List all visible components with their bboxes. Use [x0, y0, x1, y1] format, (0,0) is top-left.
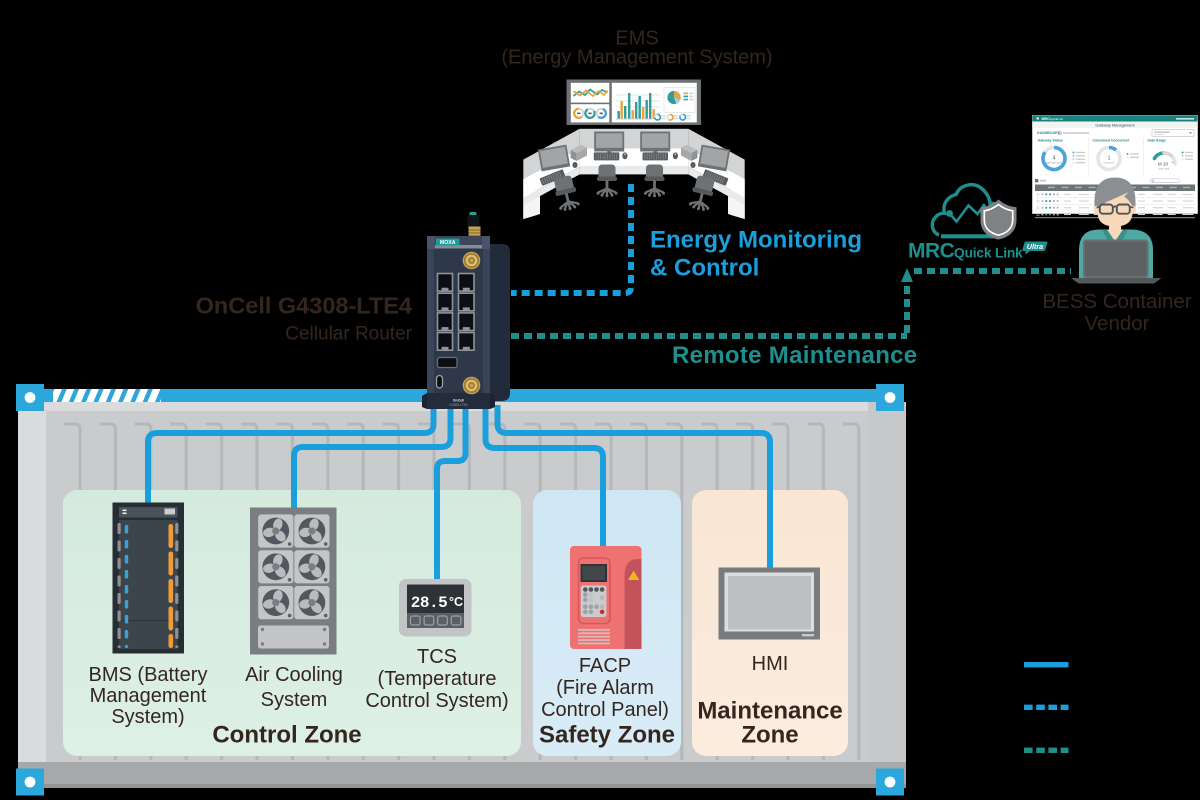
svg-text:Cellular Router: Cellular Router [285, 324, 412, 345]
svg-text:TCS: TCS [417, 646, 457, 668]
svg-text:EMS: EMS [615, 28, 658, 50]
svg-text:(Fire Alarm: (Fire Alarm [556, 677, 654, 699]
svg-text:HMI: HMI [752, 653, 789, 675]
svg-text:BMS (Battery: BMS (Battery [89, 664, 208, 686]
svg-text:Consumed Concurrent: Consumed Concurrent [1093, 139, 1131, 143]
svg-text:Data Usage: Data Usage [1148, 139, 1167, 143]
svg-text:& Control: & Control [650, 255, 759, 282]
svg-text:Quick Link: Quick Link [954, 246, 1023, 261]
svg-text:Maintenance: Maintenance [697, 698, 842, 725]
svg-text:°C: °C [449, 595, 463, 609]
svg-text:OnCell: OnCell [453, 399, 465, 403]
svg-text:Air Cooling: Air Cooling [245, 664, 343, 686]
svg-text:DASHBOARD: DASHBOARD [1037, 131, 1061, 135]
svg-text:G4308-LTE4: G4308-LTE4 [449, 403, 467, 407]
svg-text:Remote Maintenance: Remote Maintenance [672, 342, 917, 369]
svg-text:BESS Container: BESS Container [1042, 290, 1191, 313]
svg-text:MOXA: MOXA [440, 240, 456, 246]
svg-text:(Energy Management System): (Energy Management System) [501, 47, 772, 69]
svg-text:System): System) [111, 706, 184, 728]
svg-text:OnCell G4308-LTE4: OnCell G4308-LTE4 [196, 293, 412, 319]
svg-text:MRC: MRC [908, 240, 955, 263]
svg-text:concurrent: concurrent [1103, 162, 1115, 165]
svg-text:Gateway Status: Gateway Status [1038, 139, 1063, 143]
svg-text:M 20: M 20 [1158, 162, 1169, 167]
svg-text:gateways total: gateways total [1046, 162, 1062, 165]
svg-text:MRCQuickLink: MRCQuickLink [1042, 117, 1064, 121]
svg-text:28.5: 28.5 [411, 594, 447, 612]
svg-text:Zone: Zone [741, 722, 798, 749]
svg-text:Ultra: Ultra [1027, 242, 1043, 251]
svg-text:Gateway Management: Gateway Management [1095, 122, 1135, 127]
svg-text:(Temperature: (Temperature [378, 668, 497, 690]
svg-text:GB: GB [1171, 162, 1175, 164]
svg-text:Management: Management [90, 685, 207, 707]
svg-text:data used: data used [1159, 168, 1170, 171]
svg-text:FACP: FACP [579, 655, 631, 677]
svg-text:Vendor: Vendor [1085, 312, 1150, 335]
svg-text:4: 4 [1053, 156, 1056, 162]
svg-text:System: System [261, 689, 328, 711]
svg-text:Control Zone: Control Zone [212, 722, 361, 749]
svg-text:Control System): Control System) [365, 690, 508, 712]
svg-text:Control Panel): Control Panel) [541, 699, 669, 721]
svg-text:Energy Monitoring: Energy Monitoring [650, 227, 862, 254]
svg-text:Safety Zone: Safety Zone [539, 722, 675, 749]
svg-text:1: 1 [1108, 156, 1111, 162]
